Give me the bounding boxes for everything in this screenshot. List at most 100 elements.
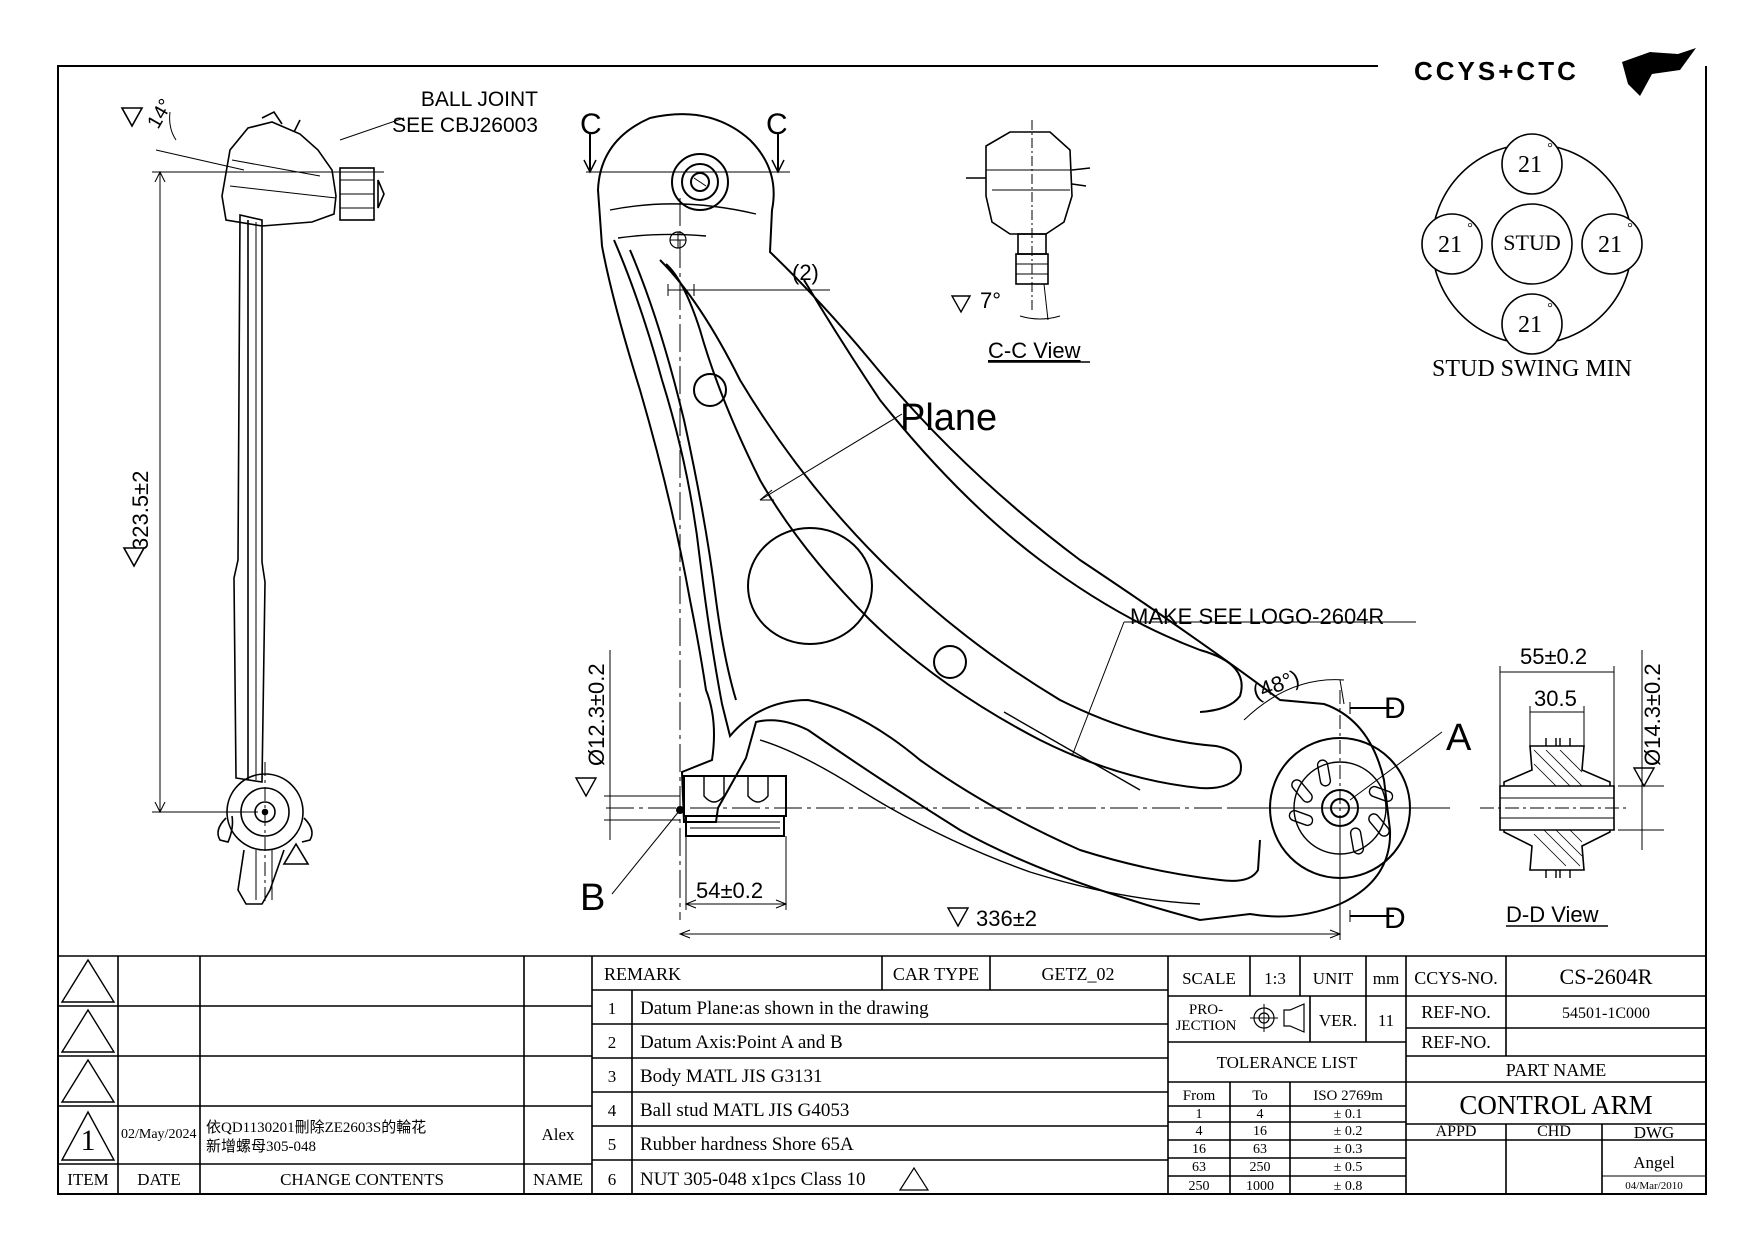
- svg-text:CHANGE CONTENTS: CHANGE CONTENTS: [280, 1170, 444, 1189]
- svg-text:Datum Axis:Point A and B: Datum Axis:Point A and B: [640, 1032, 843, 1053]
- title-block: CCYS-NO. CS-2604R REF-NO. 54501-1C000 RE…: [1414, 964, 1683, 1192]
- svg-text:CCYS+CTC: CCYS+CTC: [1414, 56, 1579, 86]
- svg-text:4: 4: [1196, 1124, 1203, 1139]
- svg-text:± 0.3: ± 0.3: [1334, 1142, 1363, 1157]
- svg-text:30.5: 30.5: [1534, 686, 1577, 711]
- svg-text:From: From: [1183, 1088, 1216, 1104]
- svg-text:1: 1: [81, 1124, 96, 1157]
- svg-text:336±2: 336±2: [976, 906, 1037, 931]
- svg-text:323.5±2: 323.5±2: [128, 471, 153, 550]
- svg-text:SEE CBJ26003: SEE CBJ26003: [392, 114, 538, 137]
- svg-text:± 0.8: ± 0.8: [1334, 1179, 1363, 1194]
- svg-text:SCALE: SCALE: [1182, 969, 1236, 988]
- main-view-labels: C C (2) Plane MAKE SEE LOGO-2604R (48°) …: [580, 108, 1472, 935]
- svg-text:CONTROL ARM: CONTROL ARM: [1459, 1090, 1652, 1120]
- side-view: [120, 107, 405, 905]
- svg-text:°: °: [1627, 221, 1633, 236]
- svg-text:GETZ_02: GETZ_02: [1042, 964, 1115, 984]
- svg-text:NUT 305-048 x1pcs Class 10: NUT 305-048 x1pcs Class 10: [640, 1169, 866, 1190]
- svg-text:16: 16: [1192, 1142, 1206, 1157]
- title-block-grid: [58, 955, 1706, 1194]
- svg-text:mm: mm: [1373, 969, 1399, 988]
- svg-text:REF-NO.: REF-NO.: [1421, 1032, 1491, 1052]
- svg-text:02/May/2024: 02/May/2024: [121, 1127, 196, 1142]
- svg-text:°: °: [1547, 141, 1553, 156]
- logo-mark-icon: [1622, 48, 1696, 96]
- svg-text:PRO-: PRO-: [1189, 1002, 1223, 1018]
- svg-text:MAKE SEE LOGO-2604R: MAKE SEE LOGO-2604R: [1130, 604, 1384, 629]
- svg-text:To: To: [1252, 1088, 1268, 1104]
- svg-text:NAME: NAME: [533, 1170, 583, 1189]
- svg-text:PART NAME: PART NAME: [1506, 1060, 1606, 1080]
- company-logo: CCYS+CTC: [1414, 48, 1696, 96]
- svg-text:250: 250: [1189, 1179, 1210, 1194]
- svg-text:63: 63: [1192, 1160, 1206, 1175]
- revision-table: 1 02/May/2024 依QD1130201刪除ZE2603S的輪花 新增螺…: [67, 1119, 583, 1189]
- svg-text:CCYS-NO.: CCYS-NO.: [1414, 968, 1498, 988]
- svg-text:CHD: CHD: [1537, 1123, 1571, 1140]
- svg-text:7°: 7°: [980, 288, 1001, 313]
- svg-text:21: 21: [1518, 312, 1542, 338]
- svg-text:16: 16: [1253, 1124, 1267, 1139]
- svg-text:D-D View: D-D View: [1506, 902, 1599, 927]
- svg-text:CAR TYPE: CAR TYPE: [893, 964, 979, 984]
- svg-text:1000: 1000: [1246, 1179, 1274, 1194]
- svg-text:REMARK: REMARK: [604, 964, 681, 984]
- section-c-left: C: [580, 108, 602, 141]
- svg-text:1:3: 1:3: [1264, 969, 1286, 988]
- svg-text:Plane: Plane: [900, 397, 997, 439]
- stud-swing-labels: 21 21 STUD 21 21 ° ° ° ° STUD SWING MIN: [1432, 141, 1633, 382]
- svg-text:2: 2: [608, 1033, 617, 1052]
- svg-text:54±0.2: 54±0.2: [696, 878, 763, 903]
- svg-text:(2): (2): [792, 260, 819, 285]
- remarks-table: REMARK CAR TYPE GETZ_02 1 Datum Plane:as…: [604, 964, 1114, 1190]
- svg-text:°: °: [1547, 301, 1553, 316]
- svg-text:REF-NO.: REF-NO.: [1421, 1002, 1491, 1022]
- svg-text:STUD SWING MIN: STUD SWING MIN: [1432, 356, 1632, 382]
- svg-text:UNIT: UNIT: [1313, 969, 1354, 988]
- svg-text:21: 21: [1438, 232, 1462, 258]
- svg-text:5: 5: [608, 1135, 617, 1154]
- svg-text:± 0.2: ± 0.2: [1334, 1124, 1363, 1139]
- svg-text:DWG: DWG: [1634, 1123, 1675, 1142]
- svg-text:04/Mar/2010: 04/Mar/2010: [1625, 1180, 1683, 1192]
- svg-text:CS-2604R: CS-2604R: [1560, 964, 1653, 989]
- svg-text:63: 63: [1253, 1142, 1267, 1157]
- svg-text:Ø12.3±0.2: Ø12.3±0.2: [584, 663, 609, 766]
- svg-text:ISO 2769m: ISO 2769m: [1313, 1088, 1383, 1104]
- svg-text:55±0.2: 55±0.2: [1520, 644, 1587, 669]
- sheet-border: [57, 65, 1707, 1195]
- section-d-top: D: [1384, 692, 1406, 725]
- svg-text:Body MATL JIS G3131: Body MATL JIS G3131: [640, 1066, 822, 1087]
- cc-view-labels: 7° C-C View: [980, 288, 1090, 363]
- svg-text:1: 1: [1196, 1107, 1203, 1122]
- cc-view: [950, 120, 1091, 321]
- svg-text:21: 21: [1598, 232, 1622, 258]
- svg-text:4: 4: [1257, 1107, 1264, 1122]
- svg-text:DATE: DATE: [137, 1170, 180, 1189]
- svg-text:11: 11: [1378, 1011, 1394, 1030]
- svg-text:A: A: [1446, 717, 1472, 759]
- svg-text:依QD1130201刪除ZE2603S的輪花: 依QD1130201刪除ZE2603S的輪花: [206, 1119, 426, 1136]
- svg-text:STUD: STUD: [1503, 230, 1560, 255]
- svg-text:Ball stud MATL JIS G4053: Ball stud MATL JIS G4053: [640, 1100, 849, 1121]
- svg-text:VER.: VER.: [1319, 1011, 1357, 1030]
- svg-text:ITEM: ITEM: [67, 1170, 109, 1189]
- dd-view-labels: 55±0.2 30.5 Ø14.3±0.2 D-D View: [1506, 644, 1665, 927]
- scale-block: SCALE 1:3 UNIT mm PRO- JECTION VER. 11 T…: [1176, 969, 1400, 1194]
- svg-text:APPD: APPD: [1436, 1123, 1477, 1140]
- dd-view: [1480, 650, 1664, 878]
- section-c-right: C: [766, 108, 788, 141]
- svg-text:JECTION: JECTION: [1176, 1018, 1237, 1034]
- main-view: [574, 113, 1450, 940]
- svg-text:14°: 14°: [143, 95, 177, 132]
- svg-text:Alex: Alex: [541, 1125, 575, 1144]
- svg-text:± 0.5: ± 0.5: [1334, 1160, 1363, 1175]
- svg-text:Rubber hardness Shore 65A: Rubber hardness Shore 65A: [640, 1134, 854, 1155]
- svg-text:BALL JOINT: BALL JOINT: [421, 88, 538, 111]
- svg-text:54501-1C000: 54501-1C000: [1562, 1005, 1650, 1022]
- svg-text:B: B: [580, 877, 605, 919]
- svg-text:21: 21: [1518, 152, 1542, 178]
- svg-text:1: 1: [608, 999, 617, 1018]
